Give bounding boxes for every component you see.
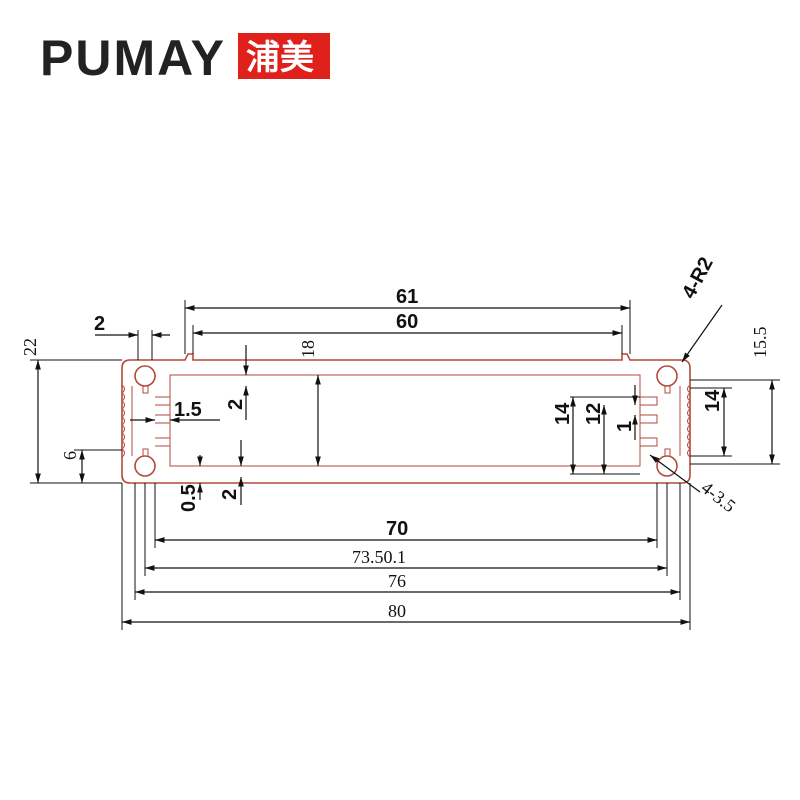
dim-label-1: 1	[614, 421, 636, 432]
dim-label-73-5: 73.50.1	[352, 547, 406, 567]
dim-label-slot-2-lower: 2	[219, 489, 241, 500]
dim-label-12: 12	[583, 403, 605, 425]
right-wall-serration	[687, 384, 691, 458]
dim-label-14-right: 14	[702, 389, 724, 412]
rail-right-mid	[640, 414, 658, 424]
dim-label-4-r2: 4-R2	[678, 254, 718, 303]
dim-label-14-inner: 14	[552, 402, 574, 425]
boss-slot-bottom-right	[664, 448, 671, 456]
screw-boss-bottom-left	[134, 455, 156, 477]
dim-label-70: 70	[386, 518, 408, 540]
boss-slot-bottom-left	[142, 448, 149, 456]
dim-label-wall-2: 2	[94, 313, 105, 335]
dim-label-80: 80	[388, 601, 406, 621]
left-wall-serration	[121, 384, 125, 458]
screw-boss-bottom-right	[656, 455, 678, 477]
leader-4-r2	[681, 304, 723, 363]
boss-slot-top-right	[664, 386, 671, 394]
screw-boss-top-left	[134, 365, 156, 387]
rail-right-lower	[640, 437, 658, 447]
dim-label-76: 76	[388, 571, 406, 591]
dim-label-slot-2-upper: 2	[225, 399, 247, 410]
dim-label-0-5: 0.5	[178, 484, 200, 512]
rail-left-mid	[155, 414, 171, 424]
logo-red-badge	[238, 33, 330, 79]
dim-label-18: 18	[298, 340, 318, 358]
dim-label-6: 6	[60, 451, 80, 460]
rail-left-lower	[155, 437, 171, 447]
dim-label-1-5: 1.5	[174, 399, 202, 421]
dimension-lines	[30, 300, 780, 630]
rail-left-upper	[155, 396, 171, 406]
dim-label-60: 60	[396, 311, 418, 333]
dim-label-15-5: 15.5	[750, 327, 770, 359]
boss-slot-top-left	[142, 386, 149, 394]
screw-boss-top-right	[656, 365, 678, 387]
logo-chinese-text: 浦美	[246, 38, 314, 78]
rail-right-upper	[640, 396, 658, 406]
leader-4-3-5	[649, 454, 701, 493]
logo-brand-text: PUMAY	[40, 30, 226, 86]
profile-inner-outline	[169, 374, 641, 467]
dim-label-61: 61	[396, 286, 418, 308]
dim-label-4-3-5: 4-3.5	[698, 477, 740, 516]
pumay-logo: PUMAY 浦美	[40, 30, 330, 86]
dim-label-22: 22	[20, 338, 40, 356]
